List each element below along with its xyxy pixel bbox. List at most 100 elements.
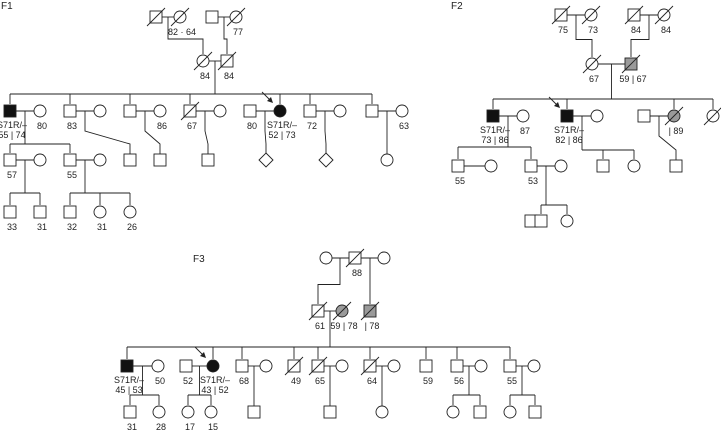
female-symbol (446, 405, 460, 419)
deceased-slash (332, 301, 352, 321)
age-label: S71R/– (200, 375, 230, 385)
age-label: 72 (307, 121, 317, 131)
age-label: S71R/– (0, 120, 27, 130)
age-label: 52 (183, 376, 193, 386)
descent-line (204, 111, 209, 154)
male-symbol (524, 159, 538, 173)
age-label: 82 | 86 (555, 135, 582, 145)
age-label: | 78 (365, 321, 380, 331)
age-label: 52 | 73 (268, 130, 295, 140)
deceased-slash (624, 5, 644, 25)
age-label: 15 (208, 422, 218, 432)
proband-arrow-head (200, 352, 206, 358)
female-symbol (335, 359, 349, 373)
female-symbol (387, 359, 401, 373)
female-symbol (273, 104, 287, 118)
age-label: 84 (631, 25, 641, 35)
age-label: 67 (589, 74, 599, 84)
male-symbol (153, 153, 167, 167)
age-label: 75 (558, 25, 568, 35)
male-symbol (123, 405, 137, 419)
male-symbol (560, 109, 574, 123)
female-symbol (395, 104, 409, 118)
female-symbol (181, 405, 195, 419)
male-symbol (669, 159, 683, 173)
female-symbol (123, 205, 137, 219)
family-label: F1 (1, 1, 13, 12)
female-symbol (377, 251, 391, 265)
age-label: 84 (200, 71, 210, 81)
age-label: 31 (127, 422, 137, 432)
female-symbol (333, 104, 347, 118)
female-symbol (560, 214, 574, 228)
male-symbol (3, 153, 17, 167)
female-symbol (151, 359, 165, 373)
male-symbol (534, 214, 548, 228)
age-label: 55 (507, 376, 517, 386)
age-label: 45 | 53 (115, 385, 142, 395)
age-label: 82 · 64 (168, 27, 196, 37)
deceased-slash (170, 7, 190, 27)
female-symbol (152, 405, 166, 419)
age-label: 59 | 78 (330, 321, 357, 331)
age-label: 57 (7, 170, 17, 180)
age-label: 33 (7, 222, 17, 232)
age-label: 17 (185, 422, 195, 432)
unknown-sex-symbol (258, 152, 274, 168)
unknown-sex-symbol (318, 152, 334, 168)
age-label: 59 (423, 376, 433, 386)
age-label: 31 (37, 222, 47, 232)
descent-line (317, 258, 341, 304)
male-symbol (120, 359, 134, 373)
age-label: S71R/– (267, 120, 297, 130)
descent-line (223, 17, 228, 54)
male-symbol (235, 359, 249, 373)
age-label: 59 | 67 (619, 74, 646, 84)
descent-line (167, 17, 204, 54)
male-symbol (201, 153, 215, 167)
deceased-slash (654, 5, 674, 25)
male-symbol (247, 405, 261, 419)
male-symbol (3, 104, 17, 118)
male-symbol (179, 359, 193, 373)
female-symbol (153, 104, 167, 118)
age-label: 77 (233, 27, 243, 37)
deceased-slash (703, 107, 721, 126)
male-symbol (596, 159, 610, 173)
age-label: 80 (37, 121, 47, 131)
female-symbol (204, 405, 218, 419)
age-label: 61 (315, 321, 325, 331)
age-label: 63 (399, 121, 409, 131)
deceased-slash (581, 5, 601, 25)
age-label: S71R/– (554, 125, 584, 135)
descent-line (144, 111, 161, 154)
female-symbol (484, 159, 498, 173)
male-symbol (528, 405, 542, 419)
deceased-slash (226, 7, 246, 27)
female-symbol (627, 159, 641, 173)
female-symbol (375, 405, 389, 419)
female-symbol (319, 251, 333, 265)
age-label: 31 (97, 222, 107, 232)
female-symbol (93, 104, 107, 118)
deceased-slash (308, 356, 328, 376)
deceased-slash (180, 101, 200, 121)
age-label: 26 (127, 222, 137, 232)
age-label: 55 | 74 (0, 130, 26, 140)
age-label: 49 (291, 376, 301, 386)
age-label: 64 (367, 376, 377, 386)
age-label: 32 (67, 222, 77, 232)
deceased-slash (621, 54, 641, 74)
deceased-slash (360, 301, 380, 321)
deceased-slash (345, 248, 365, 268)
age-label: 65 (315, 376, 325, 386)
descent-line (324, 111, 327, 154)
age-label: 88 (352, 268, 362, 278)
family-label: F2 (451, 1, 463, 12)
female-symbol (93, 205, 107, 219)
deceased-slash (308, 301, 328, 321)
female-symbol (33, 104, 47, 118)
male-symbol (450, 359, 464, 373)
